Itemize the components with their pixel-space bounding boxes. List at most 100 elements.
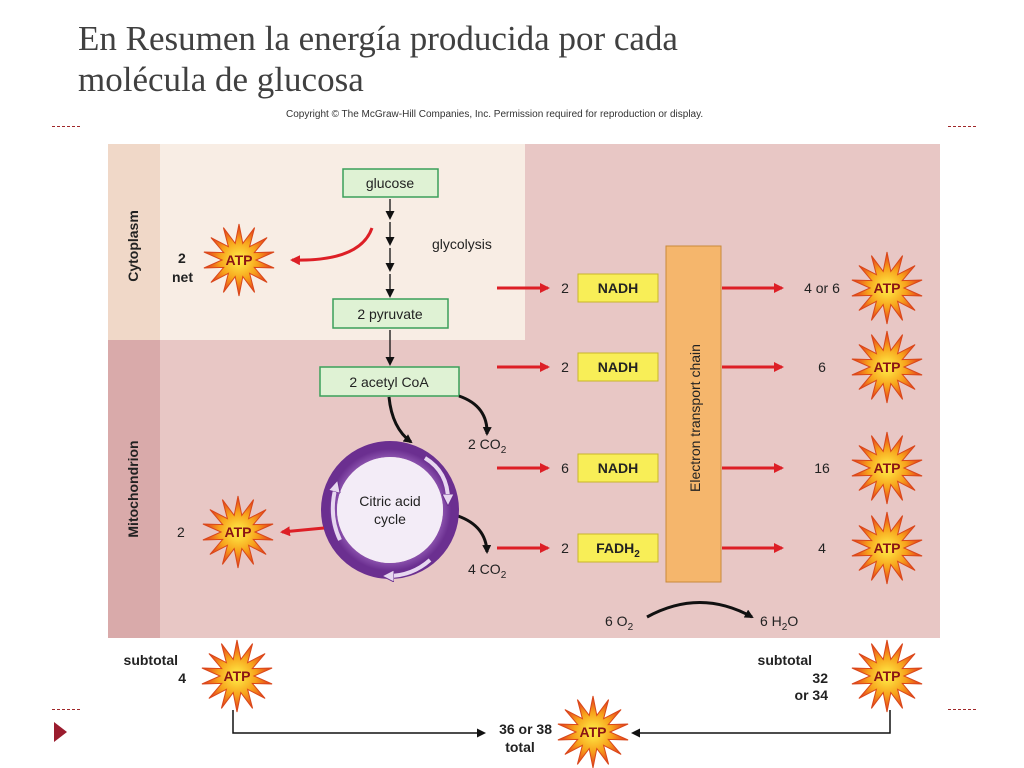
pyruvate-label: 2 pyruvate [357,306,423,322]
atp-label: ATP [874,668,901,684]
total-arrow-right [631,710,891,738]
atp-burst-icon [202,495,274,569]
mitochondrion-band [108,340,160,638]
oxygen-label: 6 O2 [605,613,634,633]
atp-burst-icon [851,639,923,713]
atp-burst-icon [851,511,923,585]
atp-label: ATP [224,668,251,684]
total-arrow-left [232,710,486,738]
atp-yield: 4 [818,540,826,556]
atp-burst-nadh-1: ATP [851,251,923,325]
carrier-row: 2 NADH 4 or 6 [497,273,840,303]
atp-burst-citric-cycle: ATP [202,495,274,569]
atp-label: ATP [580,724,607,740]
atp-label: ATP [226,252,253,268]
atp-yield: 6 [818,359,826,375]
slide-bullet-icon [54,722,67,742]
cycle-arrow-1 [423,456,448,500]
citric-acid-cycle-center [337,457,443,563]
atp-yield: 4 or 6 [804,280,840,296]
carrier-row: 2 FADH2 4 [497,533,826,563]
atp-label: ATP [874,460,901,476]
title-line-1: En Resumen la energía producida por cada [78,19,678,58]
carrier-name: NADH [598,280,638,296]
slide-title: En Resumen la energía producida por cada… [78,18,898,100]
carrier-box [577,352,659,382]
acetyl-coa-label: 2 acetyl CoA [349,374,429,390]
divider-bottom-right [948,709,976,710]
atp-label: ATP [874,540,901,556]
total-label: total [505,739,535,755]
cytoplasm-label: Cytoplasm [125,210,141,282]
carrier-name: NADH [598,460,638,476]
atp-yield: 16 [814,460,830,476]
electron-transport-chain-label: Electron transport chain [687,344,703,492]
atp-burst-subtotal-right: ATP [851,639,923,713]
cycle-arrow-3 [333,486,342,541]
carrier-count: 2 [561,540,569,556]
glycolysis-atp-arrow [290,227,374,266]
co2-arrow-2 [457,514,492,554]
atp-label: ATP [874,359,901,375]
atp-burst-fadh2: ATP [851,511,923,585]
subtotal-right-value: 32 [812,670,828,686]
atp-burst-icon [851,431,923,505]
citric-cycle-label-2: cycle [374,511,406,527]
title-line-2: molécula de glucosa [78,60,364,99]
pyruvate-box [332,298,449,329]
atp-label: ATP [225,524,252,540]
co2-arrow-1 [458,394,492,436]
divider-top-right [948,126,976,127]
atp-burst-nadh-3: ATP [851,431,923,505]
subtotal-left-label: subtotal [124,652,178,668]
glycolysis-atp-net: net [172,269,193,285]
atp-burst-icon [851,251,923,325]
atp-label: ATP [874,280,901,296]
atp-burst-icon [201,639,273,713]
citric-cycle-label-1: Citric acid [359,493,420,509]
atp-burst-icon [851,330,923,404]
subtotal-right-label: subtotal [758,652,812,668]
citric-atp-count: 2 [177,524,185,540]
co2-label-2: 4 CO2 [468,561,507,581]
total-value: 36 or 38 [499,721,552,737]
divider-bottom-left [52,709,80,710]
citric-atp-arrow [280,526,325,537]
cytoplasm-band [108,144,160,340]
carrier-row: 6 NADH 16 [497,453,830,483]
glycolysis-label: glycolysis [432,236,492,252]
acetyl-coa-box [319,366,460,397]
atp-burst-subtotal-left: ATP [201,639,273,713]
water-label: 6 H2O [760,613,798,633]
mitochondrion-label: Mitochondrion [125,440,141,537]
carrier-name: FADH2 [596,540,640,560]
glucose-label: glucose [366,175,414,191]
oxygen-to-water-arrow [646,601,754,619]
carrier-box [577,273,659,303]
carrier-name: NADH [598,359,638,375]
subtotal-right-value-2: or 34 [795,687,829,703]
atp-burst-icon [557,695,629,768]
cycle-arrow-2 [388,558,432,576]
atp-burst-icon [203,223,275,297]
atp-burst-glycolysis: ATP [203,223,275,297]
carrier-box [577,453,659,483]
acetyl-to-cycle-arrow [387,396,413,444]
atp-bursts: ATP ATP ATP ATP ATP ATP ATP ATP ATP [201,223,923,768]
carrier-box [577,533,659,563]
glycolysis-atp-count: 2 [178,250,186,266]
carrier-count: 2 [561,280,569,296]
glucose-box [342,168,439,198]
co2-label-1: 2 CO2 [468,436,507,456]
carrier-count: 6 [561,460,569,476]
carrier-row: 2 NADH 6 [497,352,826,382]
carrier-count: 2 [561,359,569,375]
divider-top-left [52,126,80,127]
copyright-notice: Copyright © The McGraw-Hill Companies, I… [286,109,704,120]
electron-transport-chain [665,245,722,583]
atp-burst-total: ATP [557,695,629,768]
atp-burst-nadh-2: ATP [851,330,923,404]
subtotal-left-value: 4 [178,670,186,686]
